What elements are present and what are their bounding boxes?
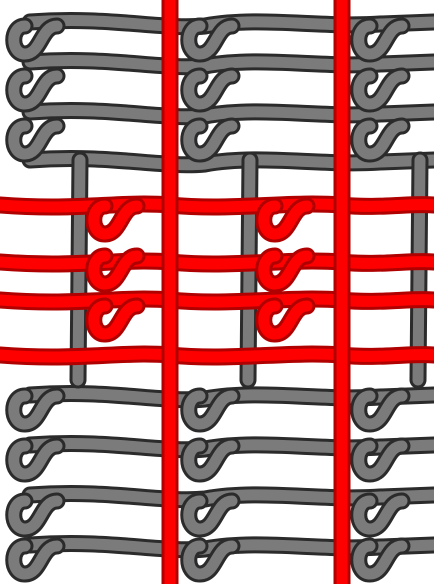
red-course-3 — [0, 354, 434, 357]
red-course-1 — [0, 261, 434, 264]
red-course-0 — [0, 204, 434, 207]
red-course-2 — [0, 299, 434, 302]
